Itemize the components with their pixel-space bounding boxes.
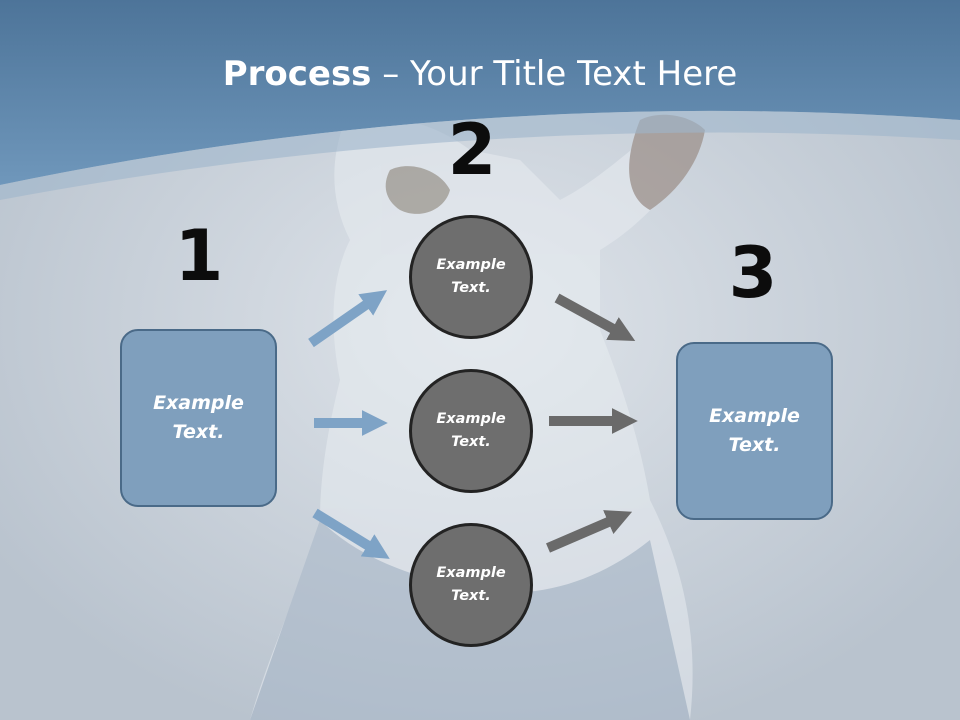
step-number-1: 1 xyxy=(174,215,224,297)
step-number-2: 2 xyxy=(447,109,497,191)
circle-bottom-text: Example Text. xyxy=(436,565,506,604)
circle-middle: Example Text. xyxy=(409,369,533,493)
circle-top-text: Example Text. xyxy=(436,257,506,296)
right-box-text: Example Text. xyxy=(709,405,800,456)
title-rest: – Your Title Text Here xyxy=(371,54,738,94)
step-number-3: 3 xyxy=(728,232,778,314)
title-bold: Process xyxy=(222,54,372,94)
circle-bottom: Example Text. xyxy=(409,523,533,647)
right-box: Example Text. xyxy=(676,342,833,520)
circle-top: Example Text. xyxy=(409,215,533,339)
slide-title: Process – Your Title Text Here xyxy=(0,52,960,96)
left-box: Example Text. xyxy=(120,329,277,507)
left-box-text: Example Text. xyxy=(153,392,244,443)
circle-middle-text: Example Text. xyxy=(436,411,506,450)
